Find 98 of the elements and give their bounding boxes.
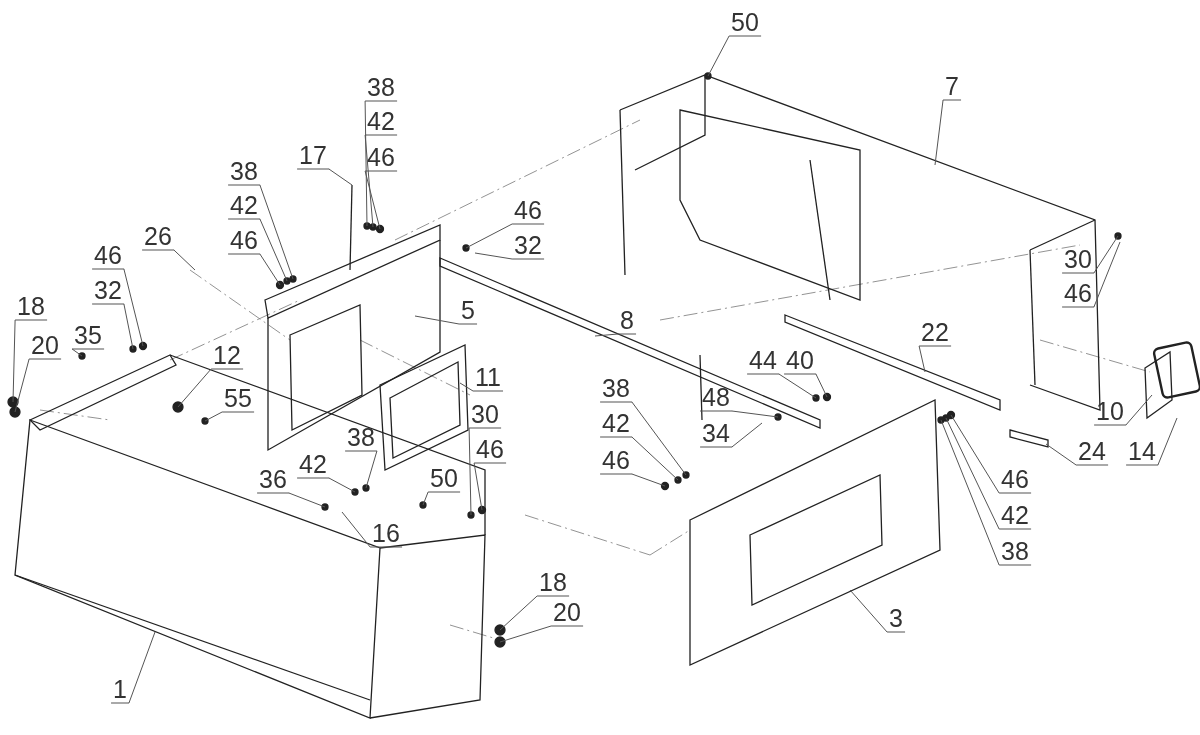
callout-number: 46 [600,445,632,475]
callout-number: 22 [919,317,951,347]
leader-line [940,419,1000,566]
leader-line [731,422,763,448]
callout-number: 10 [1094,396,1126,426]
leader-line [173,249,196,271]
leader-line [259,253,281,286]
callout-number: 48 [700,382,732,412]
callout-number: 30 [469,399,501,429]
leader-line [1157,417,1178,466]
leader-line [849,589,888,633]
callout-number: 42 [999,500,1031,530]
leader-line [364,100,368,227]
callout-number: 46 [474,434,506,464]
leader-line [594,333,619,337]
leader-line [468,427,472,516]
leader-line [473,462,483,511]
callout-number: 50 [428,463,460,493]
callout-number: 55 [222,383,254,413]
callout-number: 8 [618,305,636,335]
callout-number: 38 [365,72,397,102]
leader-line [288,492,326,508]
callout-number: 18 [15,291,47,321]
leader-line [123,268,144,347]
callout-number: 20 [551,597,583,627]
leader-line [934,99,944,166]
callout-number: 7 [943,71,961,101]
leader-line [1093,235,1119,274]
callout-number: 38 [600,373,632,403]
callout-number: 11 [473,362,503,392]
leader-line [71,348,83,357]
callout-number: 12 [211,340,243,370]
leader-line [328,477,356,493]
callout-number: 32 [92,275,124,305]
callout-number: 32 [512,230,544,260]
callout-number: 36 [257,464,289,494]
callout-number: 46 [999,464,1031,494]
leader-line [631,401,687,476]
callout-number: 40 [784,345,816,375]
callout-number: 50 [729,7,761,37]
callout-number: 38 [345,422,377,452]
leader-line [341,511,371,548]
callout-number: 35 [72,320,104,350]
leader-line [422,491,429,506]
callout-number: 1 [111,674,129,704]
leader-line [945,417,1000,530]
leader-line [465,223,513,249]
leader-line [364,170,381,230]
leader-line [328,168,353,186]
callout-number: 46 [365,142,397,172]
leader-line [459,382,474,392]
callout-number: 26 [142,221,174,251]
leader-line [123,303,134,350]
callout-number: 42 [297,449,329,479]
callout-number: 3 [887,603,905,633]
callout-number: 18 [537,567,569,597]
callout-number: 17 [297,140,329,170]
leader-line [815,373,828,398]
leader-line [414,315,460,325]
leader-line [731,410,779,418]
callout-number: 42 [365,106,397,136]
callout-number: 44 [747,345,779,375]
callout-number: 30 [1062,244,1094,274]
leader-line [778,373,817,399]
leader-line [204,411,223,422]
callout-number: 38 [228,156,260,186]
leader-line [365,450,378,489]
leader-line [474,252,513,260]
leader-line [364,134,374,228]
callout-number: 46 [1062,278,1094,308]
callout-number: 42 [228,190,260,220]
leader-line [950,414,1000,494]
callout-number: 24 [1076,436,1108,466]
leader-line [1125,394,1153,426]
callout-number: 46 [228,225,260,255]
leader-line [1093,241,1121,308]
callout-number: 20 [29,330,61,360]
leader-line [631,473,666,487]
callout-number: 46 [512,195,544,225]
leader-line [177,368,212,408]
leader-line [631,436,679,481]
leader-line [14,358,30,413]
leader-line [499,595,538,631]
callout-number: 16 [370,518,402,548]
leader-line [259,218,288,282]
leader-line [128,631,156,704]
callout-number: 14 [1126,436,1158,466]
callout-number: 34 [700,418,732,448]
callout-number: 5 [459,295,477,325]
leader-line [1045,443,1077,466]
leader-line [12,319,16,403]
callout-number: 46 [92,240,124,270]
leader-line [918,345,926,373]
callout-number: 42 [600,408,632,438]
leader-line [707,35,730,77]
leader-line [499,625,552,643]
callout-number: 38 [999,536,1031,566]
leader-line [259,184,294,280]
